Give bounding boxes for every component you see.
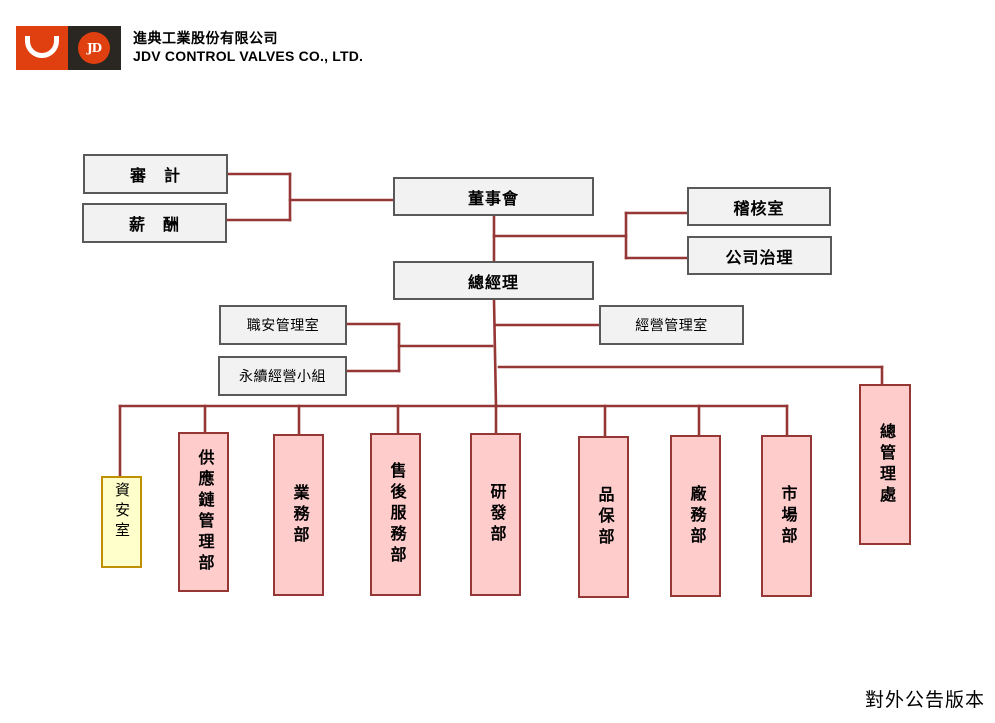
general-manager-box: 總經理 xyxy=(393,261,594,300)
internal-audit-label: 稽核室 xyxy=(733,200,785,218)
logo-dark-panel: JD xyxy=(68,26,121,70)
supply-chain-dept-label: 供應鏈管理部 xyxy=(195,449,213,575)
smile-icon xyxy=(25,36,59,58)
safety-office-box: 職安管理室 xyxy=(219,305,347,345)
quality-assurance-dept-box: 品保部 xyxy=(578,436,629,598)
sales-dept-label: 業務部 xyxy=(290,483,308,547)
company-logo: JD xyxy=(16,26,121,70)
quality-assurance-dept-label: 品保部 xyxy=(595,485,613,549)
infosec-office-label: 資安室 xyxy=(113,482,130,542)
sustainability-group-label: 永續經營小組 xyxy=(239,368,326,384)
corporate-governance-box: 公司治理 xyxy=(687,236,832,275)
sustainability-group-box: 永續經營小組 xyxy=(218,356,347,396)
connector-gm-trunk xyxy=(492,298,498,408)
marketing-dept-box: 市場部 xyxy=(761,435,812,597)
board-of-directors-box: 董事會 xyxy=(393,177,594,216)
general-admin-office-box: 總管理處 xyxy=(859,384,911,545)
rnd-dept-box: 研發部 xyxy=(470,433,521,596)
general-admin-office-label: 總管理處 xyxy=(877,422,894,507)
public-version-note: 對外公告版本 xyxy=(864,689,985,711)
marketing-dept-label: 市場部 xyxy=(778,484,796,548)
sales-dept-box: 業務部 xyxy=(273,434,324,596)
management-office-label: 經營管理室 xyxy=(635,317,708,333)
internal-audit-box: 稽核室 xyxy=(687,187,831,226)
supply-chain-dept-box: 供應鏈管理部 xyxy=(178,432,229,592)
compensation-committee-label: 薪 酬 xyxy=(128,217,180,234)
company-name-en: JDV CONTROL VALVES CO., LTD. xyxy=(133,48,364,64)
plant-affairs-dept-label: 廠務部 xyxy=(687,484,705,548)
safety-office-label: 職安管理室 xyxy=(246,317,320,333)
jdv-emblem-icon: JD xyxy=(78,32,110,64)
infosec-office-box: 資安室 xyxy=(101,476,142,568)
audit-committee-label: 審 計 xyxy=(129,168,181,185)
audit-committee-box: 審 計 xyxy=(83,154,228,194)
logo-orange-panel xyxy=(16,26,68,70)
compensation-committee-box: 薪 酬 xyxy=(82,203,227,243)
management-office-box: 經營管理室 xyxy=(599,305,744,345)
general-manager-label: 總經理 xyxy=(467,274,519,292)
plant-affairs-dept-box: 廠務部 xyxy=(670,435,721,597)
after-sales-dept-box: 售後服務部 xyxy=(370,433,421,596)
board-of-directors-label: 董事會 xyxy=(467,190,519,208)
rnd-dept-label: 研發部 xyxy=(487,483,505,546)
after-sales-dept-label: 售後服務部 xyxy=(387,462,405,567)
corporate-governance-label: 公司治理 xyxy=(725,249,794,267)
company-name-zh: 進典工業股份有限公司 xyxy=(133,30,278,46)
